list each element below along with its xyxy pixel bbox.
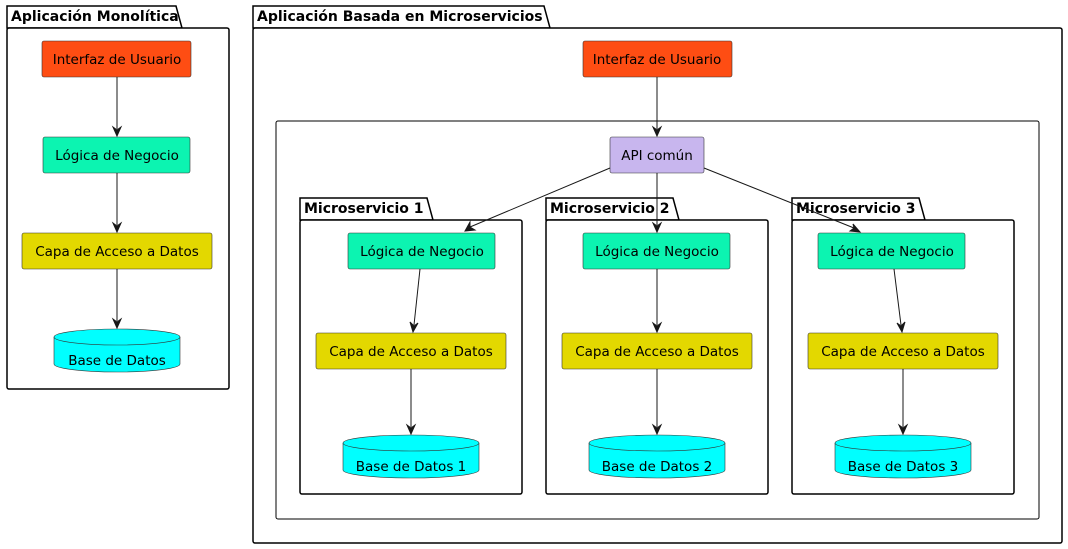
monolith-logic-label: Lógica de Negocio bbox=[55, 148, 179, 164]
microservice-3-arrow-data-db bbox=[897, 423, 909, 436]
monolith-arrow-logic-data bbox=[111, 221, 123, 234]
microservice-3-database-node bbox=[834, 434, 972, 479]
microservice-2-data-access-label: Capa de Acceso a Datos bbox=[575, 344, 739, 360]
api-label: API común bbox=[621, 148, 693, 164]
monolith-ui-label: Interfaz de Usuario bbox=[53, 52, 182, 68]
microservice-3-database-label: Base de Datos 3 bbox=[848, 459, 958, 475]
monolith-arrow-data-db bbox=[111, 317, 123, 330]
microservice-1-data-access-label: Capa de Acceso a Datos bbox=[329, 344, 493, 360]
microservice-3-package: Microservicio 3 Lógica de Negocio Capa d… bbox=[791, 197, 1015, 495]
microservice-3-title: Microservicio 3 bbox=[796, 201, 916, 217]
monolith-package-frame bbox=[6, 27, 230, 390]
microservices-ui-label: Interfaz de Usuario bbox=[593, 52, 722, 68]
microservice-1-database-label: Base de Datos 1 bbox=[356, 459, 466, 475]
microservice-2-database-node bbox=[588, 434, 726, 479]
monolith-database-label: Base de Datos bbox=[68, 353, 166, 369]
microservice-1-arrow-logic-data bbox=[409, 321, 419, 334]
microservice-1-logic-node bbox=[347, 232, 496, 270]
arrow-api-microservice-3 bbox=[848, 223, 862, 233]
microservice-3-logic-node bbox=[817, 232, 966, 270]
monolith-data-access-label: Capa de Acceso a Datos bbox=[35, 244, 199, 260]
arrow-ui-api bbox=[651, 125, 663, 138]
microservice-2-title: Microservicio 2 bbox=[550, 201, 670, 217]
microservice-3-edge-logic-data bbox=[893, 268, 902, 326]
microservice-2-database-label: Base de Datos 2 bbox=[602, 459, 712, 475]
microservice-2-package: Microservicio 2 Lógica de Negocio Capa d… bbox=[545, 197, 769, 495]
microservices-package: Aplicación Basada en Microservicios Inte… bbox=[252, 5, 1063, 544]
monolith-title: Aplicación Monolítica bbox=[11, 9, 179, 25]
monolith-package: Aplicación Monolítica Interfaz de Usuari… bbox=[6, 5, 230, 390]
microservice-3-logic-label: Lógica de Negocio bbox=[830, 244, 954, 260]
arrow-api-microservice-2 bbox=[651, 221, 663, 234]
microservice-2-logic-label: Lógica de Negocio bbox=[595, 244, 719, 260]
microservice-1-database-node bbox=[342, 434, 480, 479]
microservice-1-package: Microservicio 1 Lógica de Negocio Capa d… bbox=[299, 197, 523, 495]
microservice-3-data-access-label: Capa de Acceso a Datos bbox=[821, 344, 985, 360]
edge-api-microservice-3 bbox=[703, 167, 855, 229]
arrow-api-microservice-1 bbox=[464, 220, 477, 232]
edge-api-microservice-1 bbox=[469, 167, 611, 228]
monolith-database-node bbox=[53, 328, 181, 373]
microservice-1-arrow-data-db bbox=[405, 423, 417, 436]
microservice-2-arrow-logic-data bbox=[651, 321, 663, 334]
microservices-title: Aplicación Basada en Microservicios bbox=[257, 9, 543, 25]
microservice-1-logic-label: Lógica de Negocio bbox=[360, 244, 484, 260]
microservice-1-edge-logic-data bbox=[413, 268, 421, 326]
monolith-arrow-ui-logic bbox=[111, 125, 123, 138]
microservice-1-title: Microservicio 1 bbox=[304, 201, 424, 217]
microservice-3-arrow-logic-data bbox=[896, 321, 906, 334]
microservice-2-arrow-data-db bbox=[651, 423, 663, 436]
